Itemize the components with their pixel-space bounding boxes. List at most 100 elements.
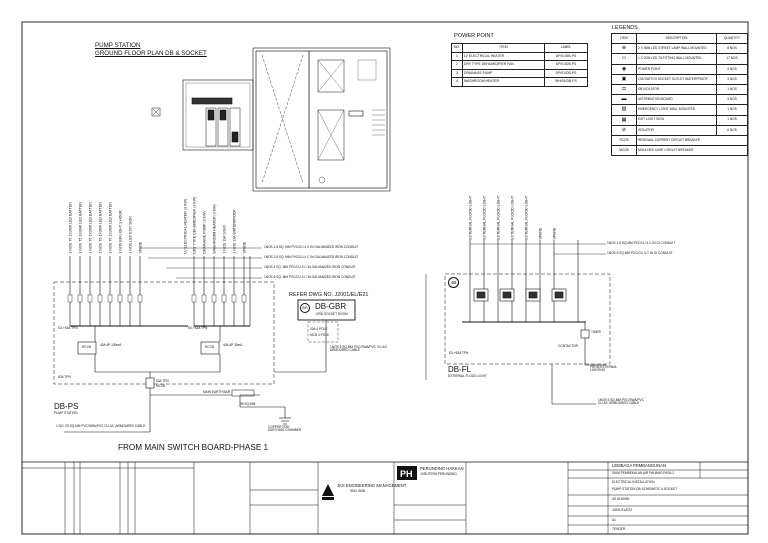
bus-label: CIL+63A TPN: [58, 326, 78, 330]
bus-label: E/L+63A TPN: [449, 351, 469, 355]
client-name: LEMBAGA PEMBANGUNAN: [612, 463, 666, 468]
plan-title: PUMP STATION: [95, 42, 141, 49]
circuit-label: SPARE: [242, 241, 247, 254]
circuit-label: 1 NOS LED EXIT SIGN: [128, 216, 133, 254]
table-cell: 3 NOS: [716, 94, 748, 106]
dbgbr-sub: GRD SOCKET ROOM: [316, 312, 348, 316]
table-cell: DF/01/DB-PS: [544, 60, 588, 70]
table-cell: DP/01/DB-PS: [544, 68, 588, 79]
table-cell: 1: [451, 51, 463, 62]
circuit-label: LV ELECTRICAL HEATER (3 KW): [183, 198, 188, 254]
table-header: DESCRIPTION: [636, 32, 717, 45]
dbfl-badge: 4B: [448, 277, 459, 288]
project-name: SKIM PEMBEKALAN AIR PAHANG FASA 1: [612, 471, 674, 475]
isolator-type: MCCB: [156, 384, 166, 388]
legend-symbol: ◘: [611, 83, 637, 96]
table-cell: 1 NOS: [716, 83, 748, 96]
dbps-schematic: [53, 247, 291, 433]
drawing-status: TENDER: [612, 527, 626, 531]
table-cell: 4: [451, 77, 463, 87]
reference-drawing: REFER DWG NO. J2001/EL/E21: [289, 292, 369, 298]
dbfl-feed: 1NOS 6 SQ.MM PVC/SWA/PVC CU 4/C ARMOURED…: [598, 398, 644, 406]
dbgbr-box: [274, 299, 356, 373]
cable-note: 1NOS 2.5 SQ. MM PVC/CU 4 C IN GALVANIZED…: [264, 255, 359, 259]
table-cell: 1 NOS: [716, 114, 748, 126]
legend-table: ITEM DESCRIPTION QUANTITY ⊕2 X 36W LED S…: [611, 32, 748, 157]
consultant-name: PERUNDING HAKKAN: [420, 466, 464, 471]
rccb-rating: 40A 4P 100mA: [100, 343, 122, 347]
power-point-table: NO. ITEM LABEL 1 LV ELECTRICAL HEATER AF…: [451, 43, 588, 87]
circuit-label: EXTERNAL FLOOD LIGHT: [524, 195, 529, 240]
legend-title: LEGENDS: [612, 25, 638, 31]
dbfl-schematic: [425, 240, 611, 405]
dbgbr-rating: MCB 4 POLE: [310, 333, 330, 337]
circuit-label: 1 NOS T5 1X36W LED BATTEN: [78, 202, 83, 254]
dbfl-sub: EXTERNAL FLOOD LIGHT: [448, 374, 487, 378]
table-cell: DRAINAGE PUMP: [462, 68, 545, 79]
scale-value: AS SHOWN: [612, 497, 630, 501]
table-cell: 17 NOS: [716, 53, 748, 65]
table-cell: 2 X 36W LED STREET LAMP WALL MOUNTED: [636, 43, 717, 55]
title-block: [22, 462, 748, 534]
dbgbr-name: DB-GBR: [315, 302, 347, 311]
table-header-row: NO. ITEM LABEL: [451, 43, 588, 53]
table-header: NO.: [451, 43, 463, 53]
table-cell: 1 NOS: [716, 104, 748, 116]
table-cell: 13A SWITCH SOCKET OUTLET WATERPROOF: [636, 73, 717, 85]
table-cell: 4 NOS: [716, 63, 748, 75]
table-row: 3 DRAINAGE PUMP DP/01/DB-PS: [451, 68, 588, 79]
legend-symbol: ▣: [611, 73, 637, 85]
dbfl-name: DB-FL: [448, 365, 472, 374]
circuit-label: EXTERNAL FLOOD LIGHT: [510, 195, 515, 240]
table-header: ITEM: [611, 32, 637, 45]
company-name: JKS ENGINEERING MANAGEMENT: [337, 483, 407, 488]
dbgbr-rating: 20A 4 POLE: [310, 327, 328, 331]
power-point-title: POWER POINT: [454, 33, 494, 39]
drawing-title: ELECTRICAL INSTALLATION: [612, 480, 655, 484]
circuit-label: 1 NOS T5 1X36W LED BATTEN: [108, 202, 113, 254]
cable-note: 1NOS 6 SQ.MM PVC/CU 4 C IN GI CONDUIT: [607, 251, 673, 255]
table-header: ITEM: [462, 43, 545, 53]
table-cell: ISOLATOR: [636, 124, 717, 136]
circuit-label: DRAINAGE PUMP (3 KW): [202, 211, 207, 254]
table-cell: LV ELECTRICAL HEATER: [462, 51, 545, 62]
table-row: 4 WASHROOM HEATER WH/01/DB-PS: [451, 77, 588, 87]
table-cell: AF/01/DB-PS: [544, 51, 588, 62]
circuit-label: 1 NOS T5 1X36W LED BATTEN: [98, 202, 103, 254]
table-cell: 1 X 20W LED T8 FITTING WALL MOUNTED: [636, 53, 717, 65]
circuit-label: 1 NOS 13A WATERPROOF: [232, 209, 237, 254]
table-cell: DISTRIBUTION BOARD: [636, 94, 717, 106]
rccb-label: RCCB: [82, 345, 92, 349]
dbps-name: DB-PS: [54, 402, 79, 411]
circuit-label: 1 NOS EM LIGHT 3 HOUR: [118, 210, 123, 254]
drawing-number: J2001/EL/E22: [612, 508, 633, 512]
circuit-label: DRY TYPE DEHUMIDIFIER (3 KW): [192, 196, 197, 254]
circuit-label: SPARE: [138, 241, 143, 254]
contactor-label: CONTACTOR: [558, 344, 578, 348]
circuit-label: 1 NOS T5 1X36W LED BATTEN: [68, 202, 73, 254]
table-cell: DRY TYPE DEHUMIDIFIER FAN: [462, 60, 545, 70]
table-row: 1 LV ELECTRICAL HEATER AF/01/DB-PS: [451, 51, 588, 62]
legend-symbol: ◉: [611, 63, 637, 75]
drawing-subtitle: PUMP STATION DB SCHEMATIC & SOCKET: [612, 487, 678, 491]
legend-symbol: ▭: [611, 53, 637, 65]
earth-bar-label: MAIN EARTH BAR: [203, 390, 231, 394]
circuit-label: WASHROOM HEATER (3 KW): [212, 204, 217, 254]
circuit-label: 1 NOS T5 1X36W LED BATTEN: [88, 202, 93, 254]
cable-note: 1NOS 2.5 SQ. MM PVC/CU 4 C IN GALVANIZED…: [264, 245, 359, 249]
rccb-rating: 40A 4P 30mA: [223, 343, 243, 347]
table-header: LABEL: [544, 43, 588, 53]
table-row: 2 DRY TYPE DEHUMIDIFIER FAN DF/01/DB-PS: [451, 60, 588, 70]
